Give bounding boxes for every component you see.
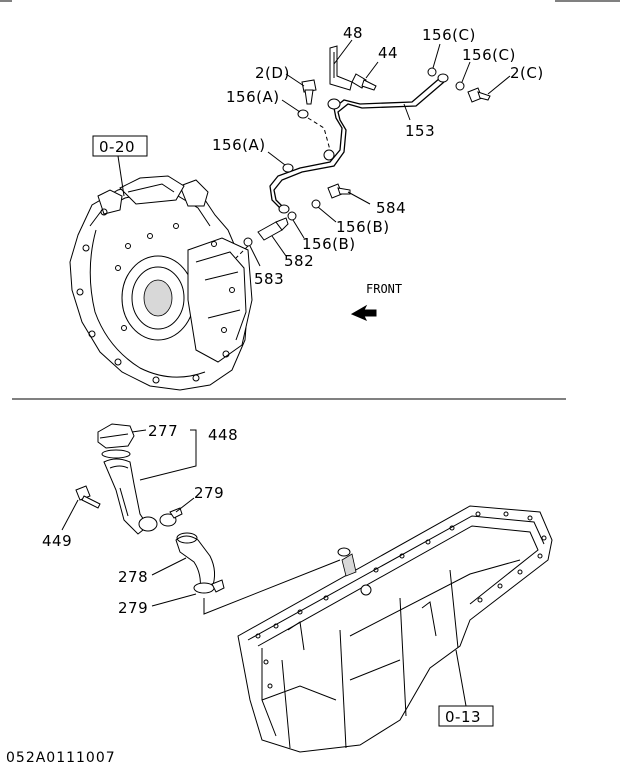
bolt-2c <box>467 87 491 103</box>
bolt-2d <box>301 79 317 105</box>
leader-449 <box>61 499 79 531</box>
leader-279-top <box>175 497 195 513</box>
ref-box-0-13-text: 0-13 <box>445 708 481 726</box>
washer-156a-mid <box>282 163 294 173</box>
label-449: 449 <box>42 532 72 550</box>
flywheel-housing <box>69 175 253 391</box>
drawing-code: 052A0111007 <box>6 750 116 766</box>
leader-583 <box>249 245 261 267</box>
eye-bolt-584 <box>327 183 351 199</box>
label-48: 48 <box>343 24 363 42</box>
washer-156c-top <box>427 67 437 77</box>
leader-156a-mid <box>267 151 286 166</box>
leader-44 <box>365 61 379 79</box>
label-2d: 2(D) <box>255 64 290 82</box>
washer-583 <box>243 237 253 247</box>
label-156c-right: 156(C) <box>462 46 516 64</box>
label-156c-top: 156(C) <box>422 26 476 44</box>
label-448: 448 <box>208 426 238 444</box>
washer-156a-top <box>297 109 309 119</box>
label-277: 277 <box>148 422 178 440</box>
leader-156c-right <box>461 61 471 83</box>
leader-584 <box>347 191 371 205</box>
washer-156b-2 <box>287 211 297 221</box>
ref-box-0-13[interactable]: 0-13 <box>438 705 494 727</box>
oil-pan <box>237 505 553 753</box>
oil-pipe-153 <box>269 73 449 214</box>
label-156b-2: 156(B) <box>302 235 356 253</box>
leader-48 <box>333 39 353 65</box>
assembly-line-156a <box>307 117 331 151</box>
label-44: 44 <box>378 44 398 62</box>
front-arrow-icon <box>350 304 377 321</box>
filler-neck-tube <box>103 458 158 535</box>
leader-279-bottom <box>151 593 197 607</box>
washer-156b-1 <box>311 199 321 209</box>
label-156b-1: 156(B) <box>336 218 390 236</box>
leader-2d <box>285 73 305 87</box>
leader-582 <box>271 235 287 257</box>
connector-582 <box>257 217 289 241</box>
label-278: 278 <box>118 568 148 586</box>
leader-156c-top <box>432 43 441 69</box>
label-584: 584 <box>376 199 406 217</box>
leader-156b-1 <box>317 206 337 223</box>
front-label: FRONT <box>366 282 402 296</box>
assembly-line-hose-pan <box>203 559 341 615</box>
leader-278 <box>151 557 187 576</box>
label-2c: 2(C) <box>510 64 544 82</box>
leader-156b-2 <box>292 219 305 239</box>
leader-0-20 <box>117 155 125 197</box>
leader-0-13 <box>455 649 467 707</box>
hose-clamp-279-top <box>159 507 183 527</box>
bolt-44 <box>351 73 377 91</box>
label-156a-mid: 156(A) <box>212 136 266 154</box>
hose-clamp-279-bottom <box>193 579 225 594</box>
assembly-line-583 <box>235 245 249 259</box>
ref-box-0-20[interactable]: 0-20 <box>92 135 148 157</box>
leader-153 <box>403 103 411 121</box>
label-279-top: 279 <box>194 484 224 502</box>
label-279-bottom: 279 <box>118 599 148 617</box>
label-153: 153 <box>405 122 435 140</box>
washer-156c-right <box>455 81 465 91</box>
leader-156a-top <box>281 99 301 113</box>
bracket-448 <box>139 429 197 481</box>
ref-box-0-20-text: 0-20 <box>99 138 135 156</box>
label-156a-top: 156(A) <box>226 88 280 106</box>
filler-cap-277 <box>97 423 135 459</box>
bracket-48 <box>329 45 353 91</box>
leader-277 <box>131 429 147 433</box>
bolt-449 <box>75 485 101 509</box>
label-583: 583 <box>254 270 284 288</box>
label-582: 582 <box>284 252 314 270</box>
leader-2c <box>487 75 511 95</box>
